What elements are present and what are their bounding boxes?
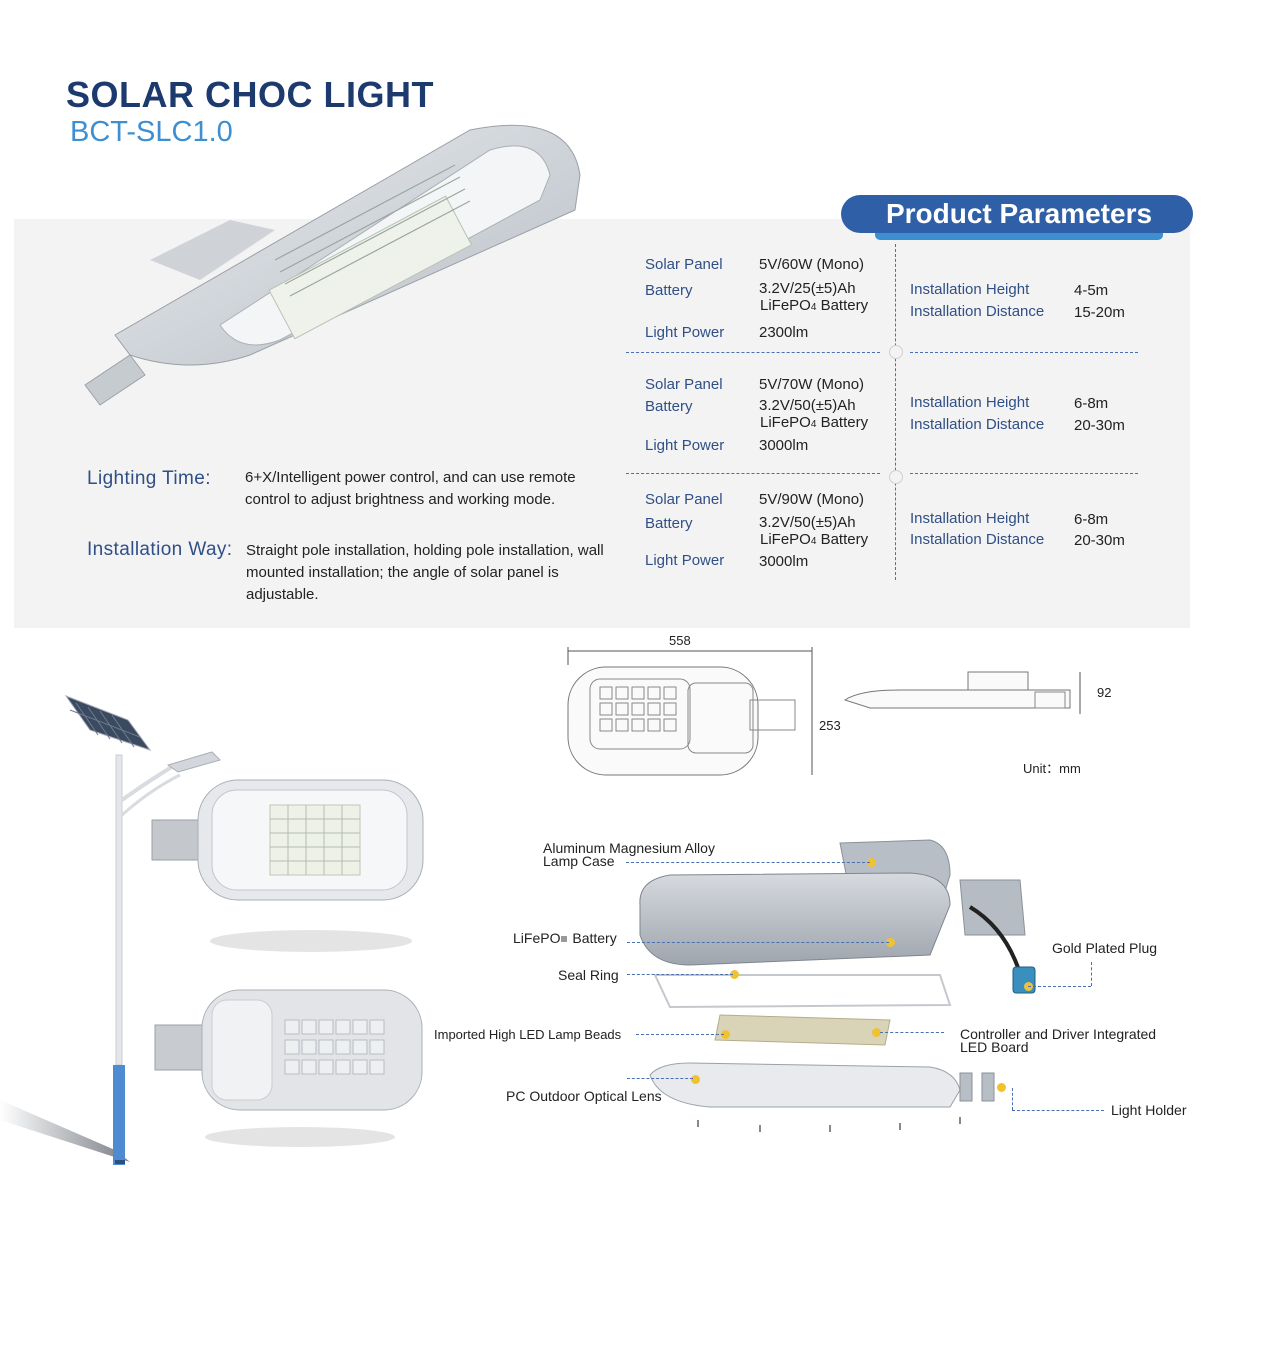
light-power-value: 3000lm xyxy=(759,553,809,570)
dimension-drawing-side xyxy=(843,671,1081,714)
solar-panel-label: Solar Panel xyxy=(645,376,723,393)
callout-led-beads: Imported High LED Lamp Beads xyxy=(434,1027,622,1042)
lighting-time-text: 6+X/Intelligent power control, and can u… xyxy=(245,469,576,508)
lighting-time-label: Lighting Time: xyxy=(87,468,211,489)
callout-dot xyxy=(691,1075,700,1084)
callout-line xyxy=(1012,1110,1104,1111)
callout-dot xyxy=(997,1083,1006,1092)
dimension-drawing-top xyxy=(567,647,813,776)
row-divider xyxy=(910,473,1138,474)
installation-height-value: 6-8m xyxy=(1074,395,1109,412)
battery-type: LiFePO4 Battery xyxy=(760,531,869,548)
installation-height-value: 6-8m xyxy=(1074,511,1109,528)
exploded-view-image xyxy=(639,839,1036,1132)
unit-label: Unit：mm xyxy=(1023,761,1081,776)
row-divider xyxy=(626,352,880,353)
dimension-length: 558 xyxy=(669,633,691,648)
divider-ring xyxy=(889,470,903,484)
callout-line xyxy=(627,1078,693,1079)
installation-way-label: Installation Way: xyxy=(87,539,233,560)
solar-panel-label: Solar Panel xyxy=(645,256,723,273)
dimension-width: 253 xyxy=(819,718,841,733)
vertical-divider xyxy=(895,244,896,580)
callout-line xyxy=(627,974,733,975)
callout-dot xyxy=(721,1030,730,1039)
installation-distance-value: 20-30m xyxy=(1074,417,1125,434)
callout-line xyxy=(627,942,889,943)
battery-value: 3.2V/50(±5)Ah xyxy=(759,514,856,531)
battery-type: LiFePO4 Battery xyxy=(760,414,869,431)
callout-line xyxy=(1028,986,1091,987)
heading-underline xyxy=(875,231,1163,240)
row-divider xyxy=(910,352,1138,353)
callout-seal-ring: Seal Ring xyxy=(558,967,619,983)
row-divider xyxy=(626,473,880,474)
callout-dot xyxy=(867,858,876,867)
pole-installation-image xyxy=(0,694,221,1165)
battery-type: LiFePO4 Battery xyxy=(760,297,869,314)
parameters-heading: Product Parameters xyxy=(885,198,1153,229)
light-power-value: 2300lm xyxy=(759,324,809,341)
lamp-shadow xyxy=(205,1127,395,1147)
installation-distance-value: 20-30m xyxy=(1074,532,1125,549)
installation-distance-label: Installation Distance xyxy=(910,416,1045,433)
battery-label: Battery xyxy=(645,398,693,415)
page-title: SOLAR CHOC LIGHT xyxy=(66,74,434,115)
battery-label: Battery xyxy=(645,282,693,299)
callout-dot xyxy=(886,938,895,947)
hero-lamp-image xyxy=(84,124,581,406)
solar-panel-value: 5V/90W (Mono) xyxy=(759,491,865,508)
battery-value: 3.2V/25(±5)Ah xyxy=(759,280,856,297)
callout-plug: Gold Plated Plug xyxy=(1052,940,1158,956)
divider-ring xyxy=(889,345,903,359)
solar-panel-value: 5V/70W (Mono) xyxy=(759,376,865,393)
callout-battery: LiFePO Battery xyxy=(513,930,617,946)
lamp-back-view xyxy=(154,989,423,1111)
dimension-height: 92 xyxy=(1097,685,1112,700)
battery-label: Battery xyxy=(645,515,693,532)
installation-height-label: Installation Height xyxy=(910,510,1030,527)
installation-height-label: Installation Height xyxy=(910,281,1030,298)
callout-line xyxy=(880,1032,944,1033)
installation-way-text: Straight pole installation, holding pole… xyxy=(246,542,604,603)
light-power-label: Light Power xyxy=(645,324,725,341)
light-power-label: Light Power xyxy=(645,437,725,454)
callout-dot xyxy=(872,1028,881,1037)
battery-value: 3.2V/50(±5)Ah xyxy=(759,397,856,414)
callout-line xyxy=(1091,962,1092,986)
callout-controller: Controller and Driver Integrated LED Boa… xyxy=(960,1026,1157,1055)
model-number: BCT-SLC1.0 xyxy=(70,116,233,148)
light-power-value: 3000lm xyxy=(759,437,809,454)
lamp-shadow xyxy=(210,930,412,952)
solar-panel-value: 5V/60W (Mono) xyxy=(759,256,865,273)
callout-line xyxy=(636,1034,724,1035)
callout-line xyxy=(626,862,870,863)
callout-dot xyxy=(730,970,739,979)
installation-distance-label: Installation Distance xyxy=(910,303,1045,320)
installation-height-label: Installation Height xyxy=(910,394,1030,411)
installation-height-value: 4-5m xyxy=(1074,282,1109,299)
lamp-front-view xyxy=(151,779,424,901)
callout-line xyxy=(1012,1088,1013,1110)
callout-light-holder: Light Holder xyxy=(1111,1102,1187,1118)
callout-optical-lens: PC Outdoor Optical Lens xyxy=(506,1088,662,1104)
installation-distance-value: 15-20m xyxy=(1074,304,1125,321)
installation-distance-label: Installation Distance xyxy=(910,531,1045,548)
heading-pill xyxy=(841,195,1193,233)
callout-lamp-case: Aluminum Magnesium Alloy Lamp Case xyxy=(543,840,715,869)
light-power-label: Light Power xyxy=(645,552,725,569)
solar-panel-label: Solar Panel xyxy=(645,491,723,508)
